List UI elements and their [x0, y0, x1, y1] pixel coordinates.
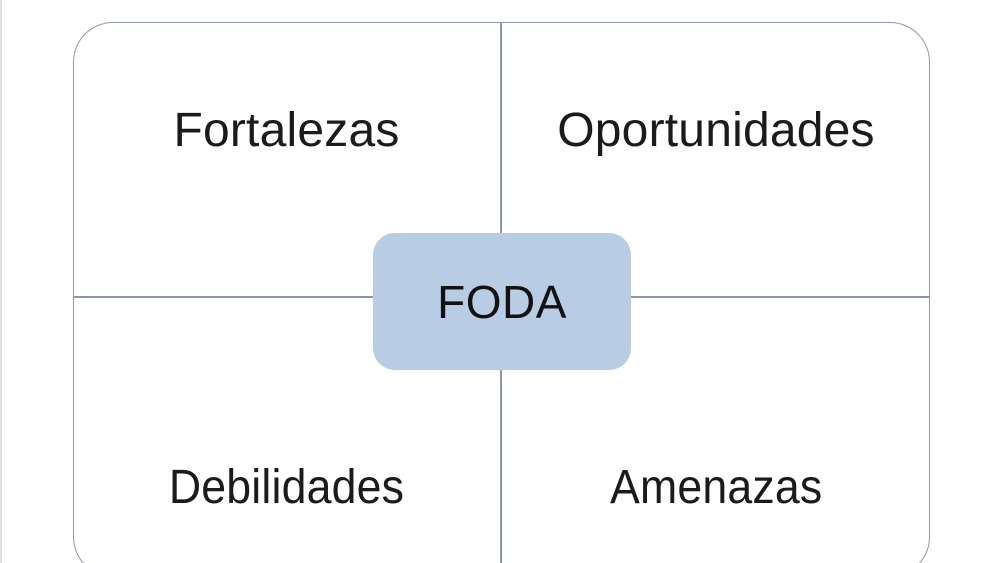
center-node-foda[interactable]: FODA: [373, 233, 631, 370]
quadrant-debilidades[interactable]: Debilidades: [73, 298, 500, 563]
quadrant-oportunidades[interactable]: Oportunidades: [502, 22, 930, 296]
quadrant-fortalezas-label: Fortalezas: [173, 104, 400, 157]
center-node-label: FODA: [437, 275, 567, 328]
quadrant-fortalezas[interactable]: Fortalezas: [73, 22, 500, 296]
quadrant-amenazas-label: Amenazas: [609, 460, 823, 514]
quadrant-amenazas[interactable]: Amenazas: [502, 298, 930, 563]
canvas-edge-sliver: [0, 0, 2, 563]
quadrant-debilidades-label: Debilidades: [168, 460, 405, 514]
quadrant-oportunidades-label: Oportunidades: [557, 104, 875, 157]
